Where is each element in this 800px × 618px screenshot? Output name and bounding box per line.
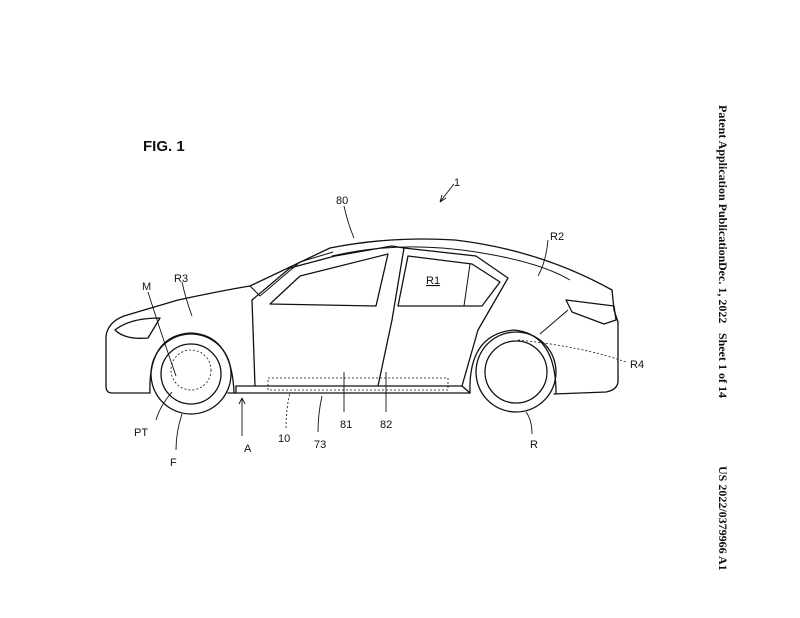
headlight xyxy=(114,317,161,339)
label-front-seat: 81 xyxy=(340,419,352,431)
leader-F xyxy=(175,413,183,451)
label-motor: M xyxy=(142,281,151,293)
label-floor: 73 xyxy=(314,439,326,451)
leader-M xyxy=(147,291,177,377)
front-wheel-rim xyxy=(160,343,222,405)
leader-R4 xyxy=(517,339,627,363)
front-motor-dashed xyxy=(170,349,212,391)
label-rear-seat: 82 xyxy=(380,419,392,431)
label-rear-wheel: R xyxy=(530,439,538,451)
leader-arrow-1 xyxy=(439,194,447,203)
rear-fender-line xyxy=(539,309,569,335)
leader-73 xyxy=(317,395,323,433)
rear-window-divider xyxy=(463,263,471,307)
leader-R xyxy=(525,411,533,435)
rear-wheel-rim xyxy=(484,340,548,404)
label-vehicle: 1 xyxy=(454,177,460,189)
hood-line xyxy=(249,251,334,297)
leader-R3 xyxy=(181,281,193,317)
label-front-region: R3 xyxy=(174,273,188,285)
label-cabin: R1 xyxy=(426,275,440,287)
label-area: A xyxy=(244,443,252,455)
label-rear-region: R2 xyxy=(550,231,564,243)
front-window xyxy=(269,253,389,307)
figure-title: FIG. 1 xyxy=(143,138,185,155)
label-front-wheel: F xyxy=(170,457,177,469)
leader-arrow-A xyxy=(238,397,246,405)
leader-80 xyxy=(343,205,355,239)
tail-lamp xyxy=(565,299,617,325)
rear-wheel-arch xyxy=(469,329,557,394)
roof-inner-line xyxy=(331,246,571,281)
front-tire-outer xyxy=(150,333,232,415)
label-rear-end-region: R4 xyxy=(630,359,644,371)
rear-window xyxy=(397,255,501,307)
rocker-panel xyxy=(227,385,471,394)
rear-door xyxy=(403,247,509,387)
leader-R2 xyxy=(537,239,549,277)
car-body-outline xyxy=(105,238,619,395)
front-door xyxy=(251,245,405,387)
leader-PT xyxy=(155,391,173,421)
battery-dashed-region xyxy=(267,377,449,391)
rear-tire-outer xyxy=(475,331,557,413)
label-battery: 10 xyxy=(278,433,290,445)
label-power-train: PT xyxy=(134,427,148,439)
leader-10 xyxy=(285,391,291,429)
label-roof: 80 xyxy=(336,195,348,207)
leader-1 xyxy=(439,183,455,203)
